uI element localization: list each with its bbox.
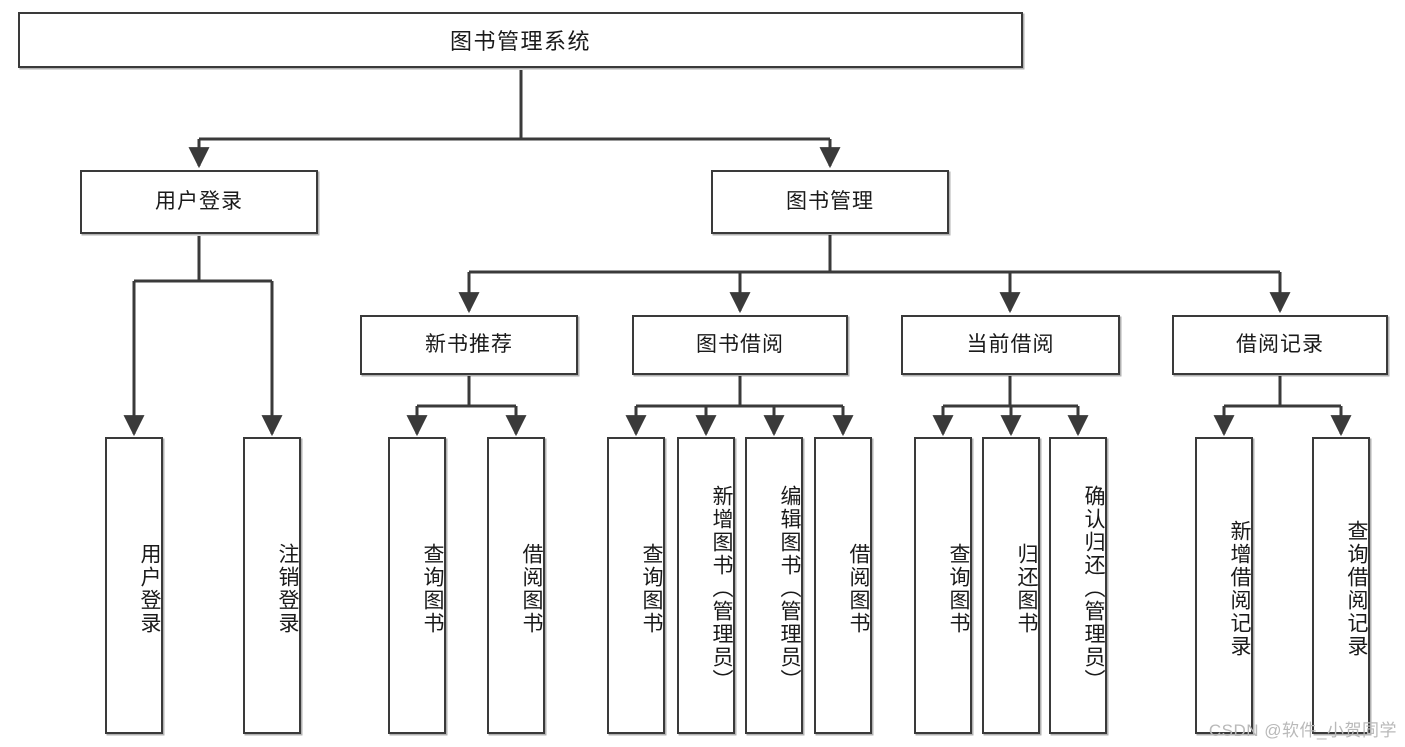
node-user-login-label: 用户登录 bbox=[155, 190, 243, 214]
node-current-borrow[interactable]: 当前借阅 bbox=[901, 315, 1120, 375]
node-leaf-user-login[interactable]: 用户登录 bbox=[105, 437, 163, 734]
node-current-borrow-label: 当前借阅 bbox=[966, 333, 1055, 357]
node-leaf-query-record-label: 查询借阅记录 bbox=[1345, 519, 1368, 658]
node-root-label: 图书管理系统 bbox=[449, 29, 591, 54]
node-leaf-logout-login-label: 注销登录 bbox=[276, 542, 299, 635]
node-leaf-confirm-return-label: 确认归还（管理员） bbox=[1082, 485, 1105, 692]
node-leaf-add-record[interactable]: 新增借阅记录 bbox=[1195, 437, 1253, 734]
node-book-borrow[interactable]: 图书借阅 bbox=[632, 315, 848, 375]
node-leaf-add-book-label: 新增图书（管理员） bbox=[710, 485, 733, 692]
node-book-borrow-label: 图书借阅 bbox=[696, 333, 784, 357]
node-leaf-query-book-1-label: 查询图书 bbox=[421, 542, 444, 635]
node-book-manage-label: 图书管理 bbox=[786, 190, 874, 214]
node-new-book-recommend[interactable]: 新书推荐 bbox=[360, 315, 578, 375]
node-leaf-return-book-label: 归还图书 bbox=[1015, 542, 1038, 635]
node-leaf-query-record[interactable]: 查询借阅记录 bbox=[1312, 437, 1370, 734]
node-leaf-edit-book[interactable]: 编辑图书（管理员） bbox=[745, 437, 803, 734]
node-leaf-add-record-label: 新增借阅记录 bbox=[1228, 519, 1251, 658]
node-leaf-user-login-label: 用户登录 bbox=[138, 542, 161, 635]
node-user-login[interactable]: 用户登录 bbox=[80, 170, 318, 234]
node-leaf-query-book-2-label: 查询图书 bbox=[640, 542, 663, 635]
node-leaf-return-book[interactable]: 归还图书 bbox=[982, 437, 1040, 734]
node-leaf-logout-login[interactable]: 注销登录 bbox=[243, 437, 301, 734]
node-borrow-record-label: 借阅记录 bbox=[1236, 333, 1324, 357]
node-leaf-borrow-book-2-label: 借阅图书 bbox=[847, 542, 870, 635]
node-leaf-query-book-3-label: 查询图书 bbox=[947, 542, 970, 635]
node-leaf-query-book-3[interactable]: 查询图书 bbox=[914, 437, 972, 734]
node-leaf-query-book-2[interactable]: 查询图书 bbox=[607, 437, 665, 734]
watermark-text: CSDN @软件_小贺同学 bbox=[1208, 721, 1397, 740]
node-new-book-recommend-label: 新书推荐 bbox=[425, 333, 513, 357]
node-borrow-record[interactable]: 借阅记录 bbox=[1172, 315, 1388, 375]
node-root-system[interactable]: 图书管理系统 bbox=[18, 12, 1023, 68]
node-leaf-add-book[interactable]: 新增图书（管理员） bbox=[677, 437, 735, 734]
node-leaf-edit-book-label: 编辑图书（管理员） bbox=[778, 485, 801, 692]
node-book-manage[interactable]: 图书管理 bbox=[711, 170, 949, 234]
node-leaf-query-book-1[interactable]: 查询图书 bbox=[388, 437, 446, 734]
node-leaf-borrow-book-2[interactable]: 借阅图书 bbox=[814, 437, 872, 734]
node-leaf-borrow-book-1[interactable]: 借阅图书 bbox=[487, 437, 545, 734]
node-leaf-borrow-book-1-label: 借阅图书 bbox=[520, 542, 543, 635]
node-leaf-confirm-return[interactable]: 确认归还（管理员） bbox=[1049, 437, 1107, 734]
